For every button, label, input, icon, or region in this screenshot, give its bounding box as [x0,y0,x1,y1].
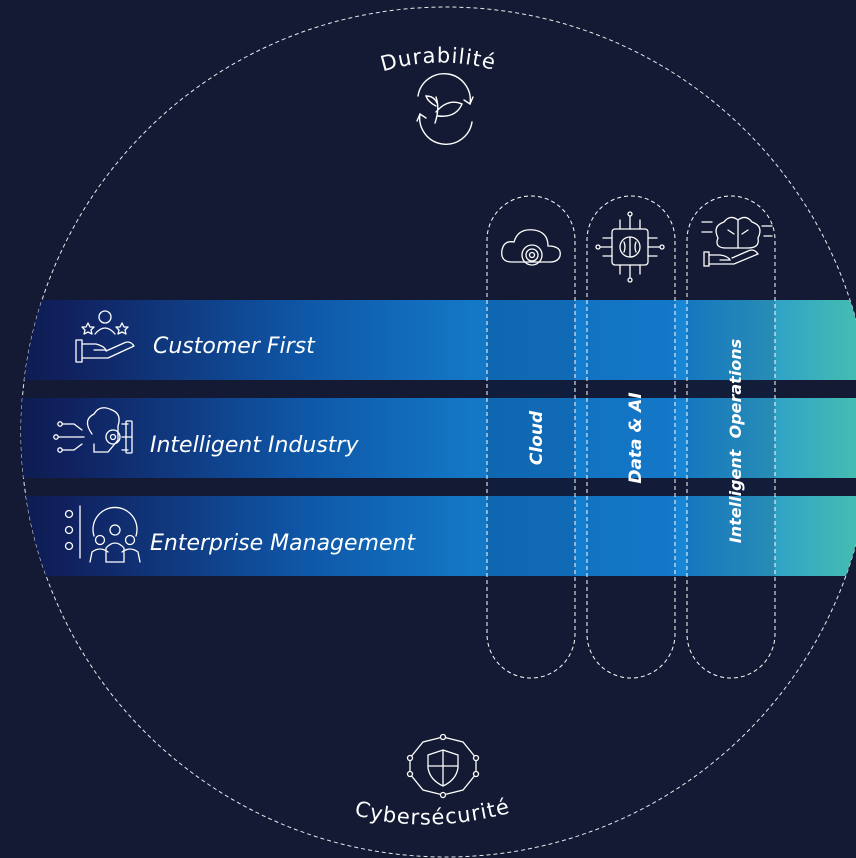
pillar-data-ai [586,195,676,679]
label-cybersecurite: Cybersécurité [353,794,513,829]
outer-circle [20,6,856,858]
pillar-cloud [486,195,576,679]
customer-rating-hand-icon [75,310,135,363]
robot-head-gear-icon [53,407,133,454]
label-durabilite: Durabilité [378,43,499,76]
sustainability-leaf-icon [416,72,474,146]
band-customer-first [21,300,856,380]
ai-brain-chip-icon [595,211,665,283]
shield-network-icon [406,733,480,799]
pillar-intelligent-operations [686,195,776,679]
team-gear-icon [64,505,141,563]
pillar-label-intelligent-operations: Intelligent Operations [726,339,745,543]
band-label-customer-first: Customer First [153,334,316,359]
band-label-intelligent-industry: Intelligent Industry [150,433,359,458]
pillar-label-data-ai: Data & AI [626,392,646,483]
band-label-enterprise-management: Enterprise Management [150,531,416,556]
pillar-label-cloud: Cloud [527,410,547,465]
brain-hand-icon [701,216,773,267]
band-enterprise-management [21,496,856,576]
band-intelligent-industry [21,398,856,478]
cloud-gear-icon [501,229,561,266]
